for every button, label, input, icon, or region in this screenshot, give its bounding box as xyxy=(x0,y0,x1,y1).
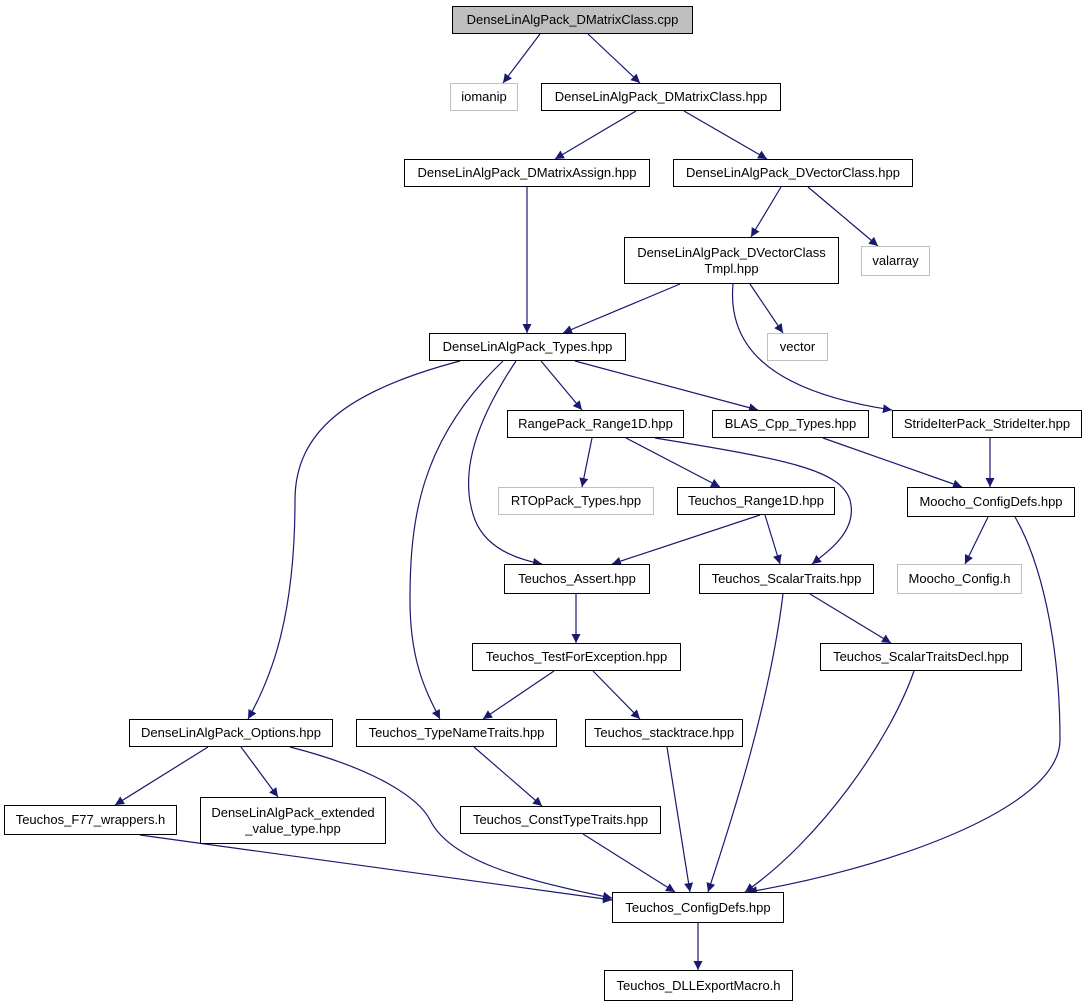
node-dmatrixclass-hpp[interactable]: DenseLinAlgPack_DMatrixClass.hpp xyxy=(541,83,781,111)
edge-types-to-range1d xyxy=(540,360,583,411)
node-teuchos-assert-hpp[interactable]: Teuchos_Assert.hpp xyxy=(504,564,650,594)
edge-dvectortmpl-to-strideiter xyxy=(731,283,893,414)
edge-testforexc-to-typename xyxy=(482,670,555,720)
node-valarray[interactable]: valarray xyxy=(861,246,930,276)
edge-dmatrixclass-to-dmatrixassign xyxy=(554,110,637,160)
edge-scalartraits-to-configdefs xyxy=(706,593,784,893)
node-dmatrixassign-hpp[interactable]: DenseLinAlgPack_DMatrixAssign.hpp xyxy=(404,159,650,187)
node-moocho-config-h[interactable]: Moocho_Config.h xyxy=(897,564,1022,594)
edge-moochodefs-to-configdefs xyxy=(747,516,1061,895)
node-teuchos-consttypetraits-hpp[interactable]: Teuchos_ConstTypeTraits.hpp xyxy=(460,806,661,834)
node-teuchos-stacktrace-hpp[interactable]: Teuchos_stacktrace.hpp xyxy=(585,719,743,747)
node-teuchos-f77-wrappers-h[interactable]: Teuchos_F77_wrappers.h xyxy=(4,805,177,835)
node-teuchos-configdefs-hpp[interactable]: Teuchos_ConfigDefs.hpp xyxy=(612,892,784,923)
edge-scalartraitsdecl-to-configdefs xyxy=(744,670,915,893)
edge-dvectortmpl-to-types xyxy=(562,283,681,334)
edge-stacktrace-to-configdefs xyxy=(666,746,694,893)
edge-trange1d-to-assert xyxy=(611,514,761,566)
node-teuchos-scalartraits-hpp[interactable]: Teuchos_ScalarTraits.hpp xyxy=(699,564,874,594)
edge-testforexc-to-stacktrace xyxy=(592,670,641,720)
edge-dmatrixclass-to-dvectorclass xyxy=(683,110,768,160)
node-vector[interactable]: vector xyxy=(767,333,828,361)
node-teuchos-range1d-hpp[interactable]: Teuchos_Range1D.hpp xyxy=(677,487,835,515)
node-moocho-configdefs-hpp[interactable]: Moocho_ConfigDefs.hpp xyxy=(907,487,1075,517)
edge-options-to-extended xyxy=(240,746,279,798)
edge-range1d-to-rtop xyxy=(579,437,593,488)
node-types-hpp[interactable]: DenseLinAlgPack_Types.hpp xyxy=(429,333,626,361)
node-teuchos-testforexception-hpp[interactable]: Teuchos_TestForException.hpp xyxy=(472,643,681,671)
edge-types-to-assert xyxy=(467,360,543,567)
node-dvectorclass-hpp[interactable]: DenseLinAlgPack_DVectorClass.hpp xyxy=(673,159,913,187)
node-rtoppack-types-hpp[interactable]: RTOpPack_Types.hpp xyxy=(498,487,654,515)
edge-consttype-to-configdefs xyxy=(582,833,676,893)
edge-types-to-typename xyxy=(409,360,504,720)
node-teuchos-dllexportmacro-h[interactable]: Teuchos_DLLExportMacro.h xyxy=(604,970,793,1001)
edge-types-to-blas xyxy=(574,360,759,413)
node-teuchos-scalartraitsdecl-hpp[interactable]: Teuchos_ScalarTraitsDecl.hpp xyxy=(820,643,1022,671)
edge-scalartraits-to-scalartraitsdecl xyxy=(809,593,892,644)
edge-options-to-configdefs xyxy=(289,746,613,901)
edge-typename-to-consttype xyxy=(473,746,543,807)
node-rangepack-range1d-hpp[interactable]: RangePack_Range1D.hpp xyxy=(507,410,684,438)
edge-blas-to-moochodefs xyxy=(822,437,963,489)
edge-trange1d-to-scalartraits xyxy=(764,514,782,565)
edge-root-to-dmatrixclass xyxy=(587,33,641,84)
node-strideiter-hpp[interactable]: StrideIterPack_StrideIter.hpp xyxy=(892,410,1082,438)
edge-range1d-to-trange1d xyxy=(625,437,721,488)
edge-options-to-f77 xyxy=(114,746,209,806)
edge-moochodefs-to-moochoconfig xyxy=(964,516,989,565)
node-dmatrixclass-cpp[interactable]: DenseLinAlgPack_DMatrixClass.cpp xyxy=(452,6,693,34)
node-extended-value-type-hpp[interactable]: DenseLinAlgPack_extended _value_type.hpp xyxy=(200,797,386,844)
edge-dvectorclass-to-valarray xyxy=(807,186,879,247)
edge-types-to-options xyxy=(247,360,461,720)
node-iomanip[interactable]: iomanip xyxy=(450,83,518,111)
node-teuchos-typenametraits-hpp[interactable]: Teuchos_TypeNameTraits.hpp xyxy=(356,719,557,747)
edge-root-to-iomanip xyxy=(502,33,541,84)
edge-dvectorclass-to-dvectortmpl xyxy=(750,186,782,238)
node-dvectorclasstmpl-hpp[interactable]: DenseLinAlgPack_DVectorClass Tmpl.hpp xyxy=(624,237,839,284)
edge-dvectortmpl-to-vector xyxy=(749,283,784,334)
node-options-hpp[interactable]: DenseLinAlgPack_Options.hpp xyxy=(129,719,333,747)
edge-range1d-to-scalartraits xyxy=(654,437,852,565)
node-blas-cpp-types-hpp[interactable]: BLAS_Cpp_Types.hpp xyxy=(712,410,869,438)
edge-f77-to-configdefs xyxy=(139,834,613,904)
